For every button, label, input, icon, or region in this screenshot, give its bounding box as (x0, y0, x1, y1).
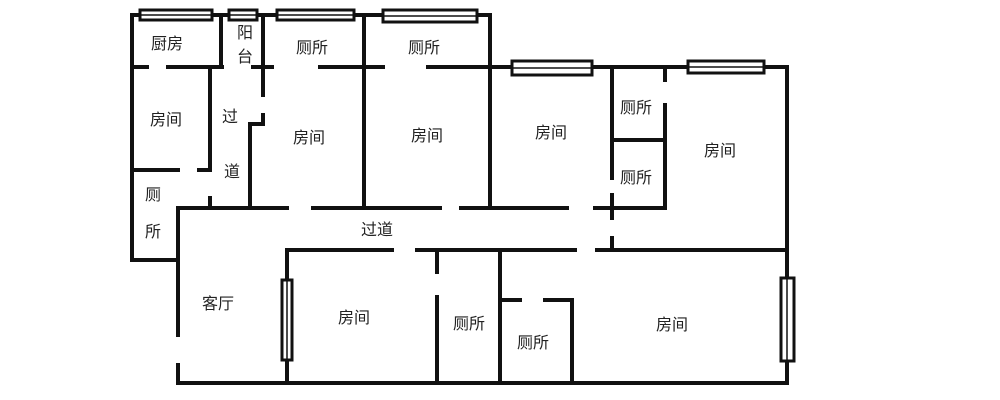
room-label-toilet: 所 (144, 222, 162, 241)
room-label-corridor: 过 (221, 107, 239, 126)
room-label-room: 房间 (410, 126, 444, 145)
room-label-room: 房间 (534, 123, 568, 142)
room-label-room: 房间 (703, 141, 737, 160)
room-label-corridor: 过道 (360, 220, 394, 239)
room-label-living-room: 客厅 (201, 294, 235, 313)
room-label-kitchen: 厨房 (150, 34, 184, 53)
room-label-toilet: 厕所 (407, 38, 441, 57)
room-label-toilet: 厕所 (452, 314, 486, 333)
windows (138, 8, 796, 363)
room-label-toilet: 厕所 (516, 333, 550, 352)
room-label-toilet: 厕所 (619, 98, 653, 117)
room-label-toilet: 厕 (144, 185, 162, 204)
room-label-corridor: 道 (223, 162, 241, 181)
room-label-toilet: 厕所 (619, 168, 653, 187)
room-label-room: 房间 (337, 308, 371, 327)
room-label-toilet: 厕所 (295, 38, 329, 57)
room-label-room: 房间 (149, 110, 183, 129)
room-label-room: 房间 (655, 315, 689, 334)
room-label-room: 房间 (292, 128, 326, 147)
room-label-balcony: 阳台 (234, 24, 253, 72)
